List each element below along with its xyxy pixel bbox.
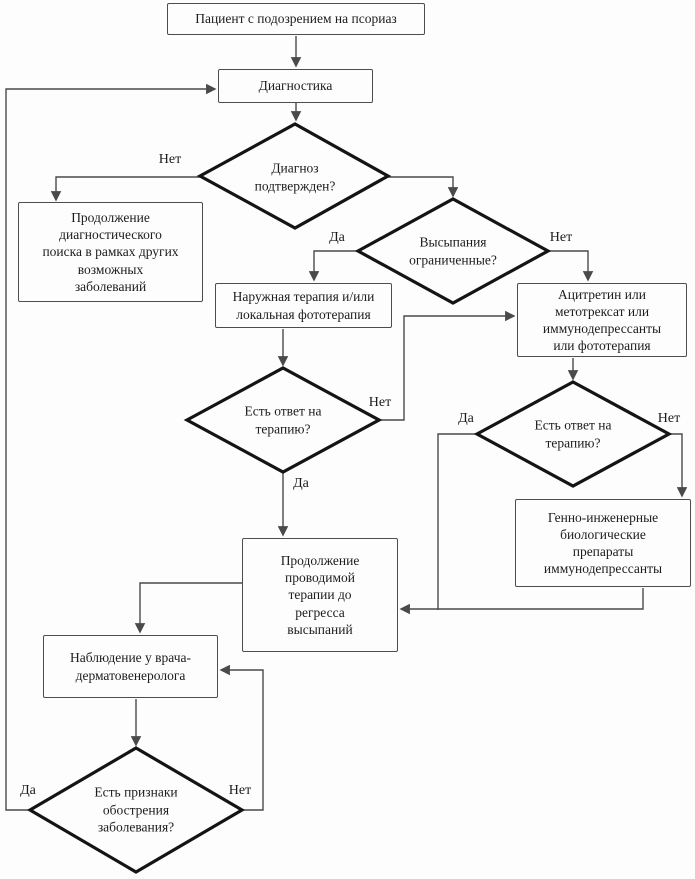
diamond-diagnosis-confirmed bbox=[196, 122, 392, 230]
edge-rash-no bbox=[548, 250, 594, 282]
edge-continue-to-followup bbox=[134, 582, 242, 634]
node-patient: Пациент с подозрением на псориаз bbox=[167, 3, 425, 35]
node-systemic-therapy: Ацитретин или метотрексат или иммунодепр… bbox=[517, 283, 687, 357]
node-exacerbation-label: Есть признаки обострения заболевания? bbox=[94, 784, 178, 835]
edge-label-response1-yes: Да bbox=[293, 476, 309, 491]
node-diagnostics: Диагностика bbox=[218, 69, 373, 103]
node-diagnostics-label: Диагностика bbox=[258, 78, 333, 94]
node-response-2-label: Есть ответ на терапию? bbox=[534, 417, 612, 450]
edge-exacerbation-yes-loop bbox=[5, 83, 217, 811]
node-systemic-therapy-label: Ацитретин или метотрексат или иммунодепр… bbox=[542, 286, 662, 354]
edge-biologics-to-continue bbox=[399, 588, 644, 615]
node-followup-label: Наблюдение у врача- дерматовенеролога bbox=[69, 650, 192, 683]
edge-response2-no bbox=[669, 433, 688, 498]
edge-label-diagnosis-no: Нет bbox=[158, 152, 182, 167]
edge-rash-yes bbox=[308, 250, 358, 282]
edge-label-rash-yes: Да bbox=[329, 230, 345, 245]
edge-response1-no bbox=[378, 310, 516, 421]
edge-confirmed-no bbox=[50, 176, 200, 202]
edge-label-rash-no: Нет bbox=[549, 230, 573, 245]
diamond-rash-limited bbox=[354, 197, 552, 305]
edge-label-exacerbation-no: Нет bbox=[228, 783, 252, 798]
edge-exacerbation-no bbox=[219, 664, 264, 811]
node-continue-search-label: Продолжение диагностического поиска в ра… bbox=[42, 210, 179, 294]
edge-label-response2-no: Нет bbox=[657, 411, 681, 426]
node-continue-search: Продолжение диагностического поиска в ра… bbox=[18, 202, 203, 302]
edge-label-response2-yes: Да bbox=[458, 411, 474, 426]
node-followup: Наблюдение у врача- дерматовенеролога bbox=[43, 635, 218, 698]
node-diagnosis-confirmed-label: Диагноз подтвержден? bbox=[254, 160, 336, 193]
diamond-response-2 bbox=[473, 380, 673, 488]
node-patient-label: Пациент с подозрением на псориаз bbox=[195, 11, 397, 27]
edge-confirmed-yes bbox=[388, 176, 459, 198]
node-rash-limited-label: Высыпания ограниченные? bbox=[409, 234, 497, 267]
node-biologics-label: Генно-инженерные биологические препараты… bbox=[543, 509, 663, 577]
node-continue-therapy: Продолжение проводимой терапии до регрес… bbox=[242, 538, 398, 652]
diamond-exacerbation bbox=[26, 746, 246, 874]
node-biologics: Генно-инженерные биологические препараты… bbox=[515, 499, 691, 587]
node-continue-therapy-label: Продолжение проводимой терапии до регрес… bbox=[280, 553, 360, 637]
node-response-1-label: Есть ответ на терапию? bbox=[244, 403, 322, 436]
diamond-response-1 bbox=[183, 366, 383, 474]
edge-label-response1-no: Нет bbox=[368, 395, 392, 410]
edge-label-exacerbation-yes: Да bbox=[20, 783, 36, 798]
node-topical-therapy: Наружная терапия и/или локальная фототер… bbox=[215, 283, 392, 328]
edge-response2-yes bbox=[437, 433, 477, 610]
node-topical-therapy-label: Наружная терапия и/или локальная фототер… bbox=[232, 289, 375, 322]
